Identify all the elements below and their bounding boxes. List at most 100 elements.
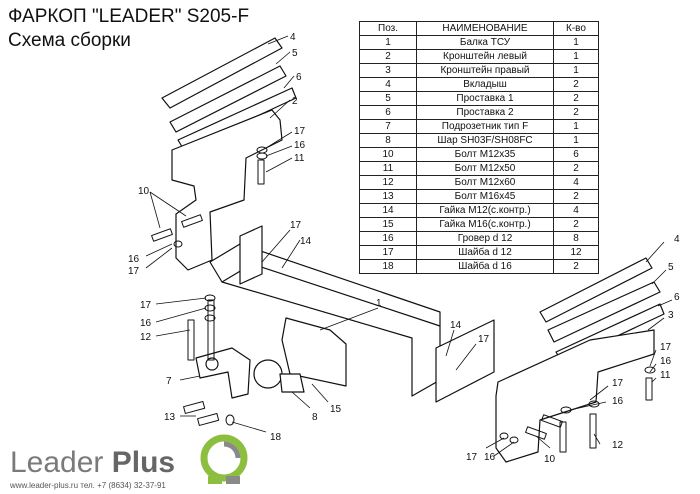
tow-ball-8 (253, 359, 283, 389)
callout-17b: 17 (128, 266, 140, 277)
callout-6a: 6 (296, 72, 302, 83)
cell-name: Гайка M12(с.контр.) (416, 203, 554, 218)
cell-position: 6 (359, 105, 417, 120)
callout-16b: 16 (128, 254, 140, 265)
cell-position: 3 (359, 63, 417, 78)
tow-beam-1 (209, 243, 441, 397)
cell-quantity: 8 (553, 231, 599, 246)
callout-8: 8 (312, 412, 318, 423)
cell-position: 16 (359, 231, 417, 246)
cell-name: Подрозетник тип F (416, 119, 554, 134)
brand-bold: Plus (111, 446, 176, 479)
cell-name: Балка ТСУ (416, 35, 554, 50)
cell-quantity: 2 (553, 77, 599, 92)
callout-12a: 12 (140, 332, 152, 343)
cell-quantity: 6 (553, 147, 599, 162)
callout-16f: 16 (484, 452, 496, 463)
cell-position: 13 (359, 189, 417, 204)
callout-16a: 16 (294, 140, 306, 151)
cell-quantity: 2 (553, 105, 599, 120)
insert-4-right (539, 257, 653, 323)
cell-quantity: 4 (553, 203, 599, 218)
brand-name: Leader Plus (10, 446, 175, 480)
cell-name: Болт M12x50 (416, 161, 554, 176)
callout-11b: 11 (660, 370, 671, 381)
cell-name: Шайба d 12 (416, 245, 554, 260)
callout-15: 15 (330, 404, 342, 415)
callout-4a: 4 (290, 32, 296, 43)
leader-plus-logo-icon (200, 434, 248, 484)
callout-12b: 12 (612, 440, 624, 451)
cell-quantity: 1 (553, 35, 599, 50)
bolts (151, 159, 653, 453)
cell-quantity: 2 (553, 217, 599, 232)
cell-quantity: 2 (553, 161, 599, 176)
cell-position: 2 (359, 49, 417, 64)
cell-position: 11 (359, 161, 417, 176)
spacer-5-right (547, 281, 661, 343)
callout-17h: 17 (466, 452, 478, 463)
cell-position: 18 (359, 259, 417, 274)
callout-5a: 5 (292, 48, 298, 59)
ball-mount-plate (281, 317, 347, 387)
cell-name: Шар SH03F/SH08FC (416, 133, 554, 148)
cell-quantity: 2 (553, 189, 599, 204)
page-subtitle: Схема сборки (8, 30, 131, 51)
beam-flange-right (435, 319, 495, 403)
callout-11a: 11 (294, 153, 305, 164)
column-header-name: НАИМЕНОВАНИЕ (416, 21, 554, 36)
cell-name: Болт M12x35 (416, 147, 554, 162)
cell-quantity: 12 (553, 245, 599, 260)
callout-10a: 10 (138, 186, 150, 197)
callout-18: 18 (270, 432, 282, 443)
brand-main: Leader (10, 446, 104, 479)
cell-name: Кронштейн левый (416, 49, 554, 64)
bracket-3-right (495, 329, 655, 463)
cell-position: 10 (359, 147, 417, 162)
callout-17d: 17 (140, 300, 152, 311)
cell-name: Болт M16x45 (416, 189, 554, 204)
cell-position: 17 (359, 245, 417, 260)
page-title: ФАРКОП "LEADER" S205-F (8, 6, 250, 27)
cell-name: Болт M12x60 (416, 175, 554, 190)
callout-1: 1 (376, 298, 382, 309)
callout-16e: 16 (612, 396, 624, 407)
cell-name: Проставка 2 (416, 105, 554, 120)
cell-position: 15 (359, 217, 417, 232)
callout-6b: 6 (674, 292, 680, 303)
callout-4b: 4 (674, 234, 680, 245)
cell-quantity: 1 (553, 49, 599, 64)
cell-quantity: 1 (553, 63, 599, 78)
callout-13: 13 (164, 412, 176, 423)
cell-quantity: 4 (553, 175, 599, 190)
column-header-position: Поз. (359, 21, 417, 36)
bracket-2-left (171, 109, 283, 271)
cell-name: Кронштейн правый (416, 63, 554, 78)
cell-position: 1 (359, 35, 417, 50)
callout-14a: 14 (300, 236, 312, 247)
cell-quantity: 1 (553, 133, 599, 148)
spacer-5-left (169, 65, 287, 133)
contact-line: www.leader-plus.ru тел. +7 (8634) 32-37-… (10, 481, 166, 490)
callout-14b: 14 (450, 320, 462, 331)
cell-position: 4 (359, 77, 417, 92)
cell-name: Шайба d 16 (416, 259, 554, 274)
callout-17f: 17 (660, 342, 672, 353)
callout-10b: 10 (544, 454, 556, 465)
